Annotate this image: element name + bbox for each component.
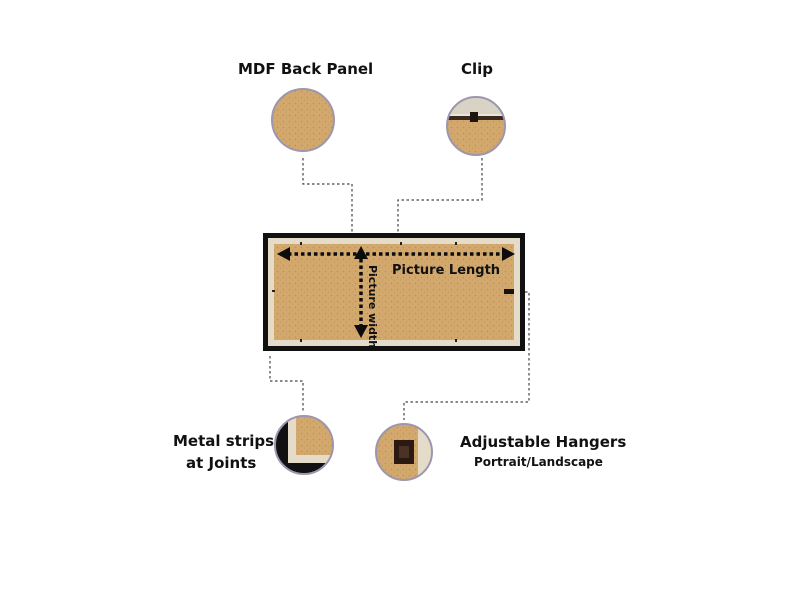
- width-arrow-top: [354, 246, 368, 259]
- leader-mdf: [302, 158, 353, 242]
- length-arrow-left: [277, 247, 290, 261]
- label-picture-length: Picture Length: [392, 263, 501, 278]
- label-mdf-back-panel: MDF Back Panel: [238, 60, 374, 78]
- length-arrow-right: [502, 247, 515, 261]
- picture-frame: [263, 233, 525, 351]
- leader-lines: [269, 158, 530, 420]
- label-portrait-landscape: Portrait/Landscape: [474, 455, 603, 469]
- label-metal-strips-line2: at Joints: [186, 454, 257, 472]
- leader-metal: [269, 356, 304, 412]
- label-clip: Clip: [461, 60, 494, 78]
- metal-strips-detail: [274, 415, 334, 475]
- label-adjustable-hangers: Adjustable Hangers: [460, 433, 627, 451]
- label-picture-width: Picture width: [366, 264, 380, 349]
- adjustable-hanger-detail: [375, 423, 433, 481]
- width-arrow-bottom: [354, 325, 368, 338]
- label-metal-strips-line1: Metal strips: [173, 432, 275, 450]
- frame-hanger: [504, 289, 514, 294]
- leader-hanger: [403, 291, 530, 420]
- leader-clip: [397, 158, 483, 238]
- dimension-arrows: [277, 246, 515, 338]
- mdf-back-panel-detail: [271, 88, 335, 152]
- clip-detail: [446, 96, 506, 156]
- frame-clips: [272, 242, 457, 342]
